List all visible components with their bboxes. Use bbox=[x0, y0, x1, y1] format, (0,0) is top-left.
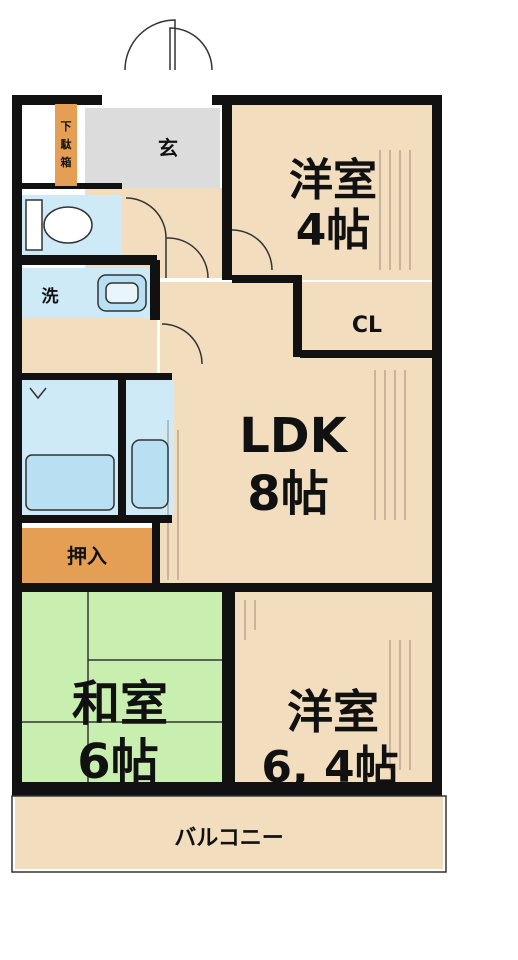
balcony-floor bbox=[15, 797, 443, 869]
wash-corridor bbox=[22, 318, 157, 373]
wash-label: 洗 bbox=[42, 286, 59, 307]
ldk-floor-upper bbox=[160, 282, 300, 357]
western-small-name: 洋室 bbox=[289, 155, 377, 206]
floor-hatching bbox=[167, 150, 411, 770]
ldk-size: 8帖 bbox=[247, 466, 328, 522]
geta-char-3: 箱 bbox=[61, 155, 72, 169]
balcony-rail bbox=[11, 795, 447, 873]
walls bbox=[12, 95, 442, 796]
tatami-lines bbox=[22, 592, 222, 782]
western-small-floor bbox=[232, 105, 432, 280]
doors bbox=[124, 19, 273, 365]
bathtub-fixture bbox=[25, 387, 169, 511]
genkan-floor bbox=[85, 108, 220, 188]
closet-label: CL bbox=[352, 313, 382, 338]
geta-char-1: 下 bbox=[61, 120, 72, 133]
japanese-name: 和室 bbox=[72, 676, 168, 732]
genkan-label: 玄 bbox=[158, 136, 178, 160]
western-large-size: 6, 4帖 bbox=[261, 742, 398, 793]
ldk-name: LDK bbox=[239, 408, 348, 464]
geta-label: 下 駄 箱 bbox=[61, 120, 73, 169]
balcony-label: バルコニー bbox=[174, 826, 284, 851]
japanese-size: 6帖 bbox=[77, 734, 158, 790]
washbasin-fixture bbox=[97, 274, 147, 312]
geta-char-2: 駄 bbox=[61, 137, 73, 151]
western-large-name: 洋室 bbox=[287, 685, 379, 739]
western-small-size: 4帖 bbox=[296, 205, 371, 256]
japanese-floor bbox=[22, 592, 222, 782]
oshiire-label: 押入 bbox=[67, 544, 107, 568]
western-large-floor bbox=[235, 592, 435, 782]
toilet-fixture bbox=[25, 199, 93, 251]
oshiire-floor bbox=[22, 528, 152, 583]
